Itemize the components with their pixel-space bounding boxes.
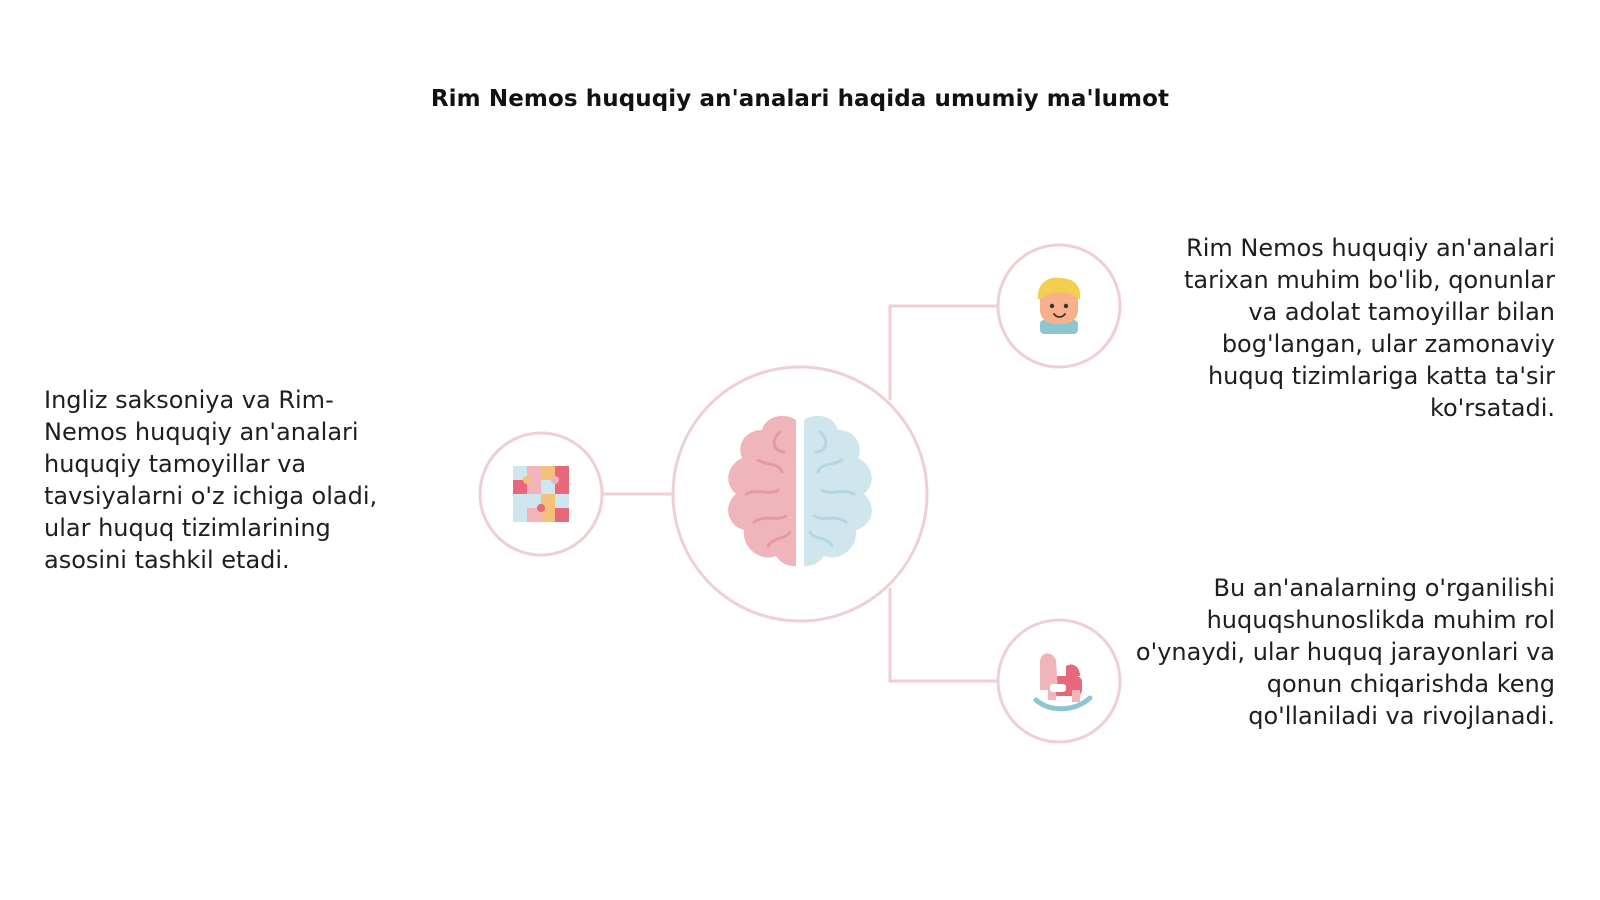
text-block-top-right: Rim Nemos huquqiy an'analari tarixan muh…: [1183, 234, 1555, 422]
text-block-left: Ingliz saksoniya va Rim-Nemos huquqiy an…: [44, 386, 378, 574]
brain-icon: [728, 415, 872, 567]
top-right-node: [996, 243, 1122, 369]
text-block-bottom-right: Bu an'analarning o'rganilishi huquqshuno…: [1135, 574, 1555, 730]
child-face-icon: [1037, 277, 1081, 334]
rocking-horse-icon: [1033, 653, 1093, 712]
page-title: Rim Nemos huquqiy an'analari haqida umum…: [430, 86, 1170, 112]
connector-top-right: [888, 304, 998, 400]
center-node: [671, 365, 929, 623]
left-node: [478, 431, 604, 557]
connectors: [602, 304, 998, 683]
connector-bottom-right: [888, 588, 998, 683]
bottom-right-node: [996, 618, 1122, 744]
puzzle-icon: [513, 466, 569, 522]
